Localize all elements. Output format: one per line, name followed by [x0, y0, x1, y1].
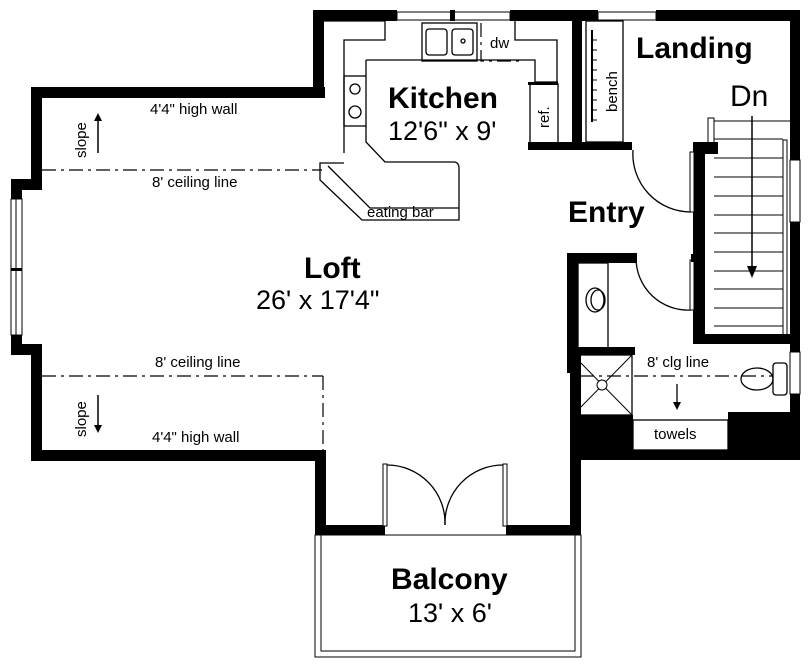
- slope-up-label: slope: [73, 122, 90, 158]
- refrigerator-label: ref.: [536, 106, 553, 128]
- staircase: [693, 116, 793, 344]
- kitchen-dimensions: 12'6" x 9': [388, 116, 497, 146]
- entry-doors: [632, 149, 699, 311]
- bottom-ceiling-line-label: 8' ceiling line: [155, 354, 241, 371]
- stair-down-label: Dn: [730, 80, 769, 113]
- balcony-railing: [314, 534, 582, 658]
- balcony-room-name: Balcony: [391, 563, 508, 596]
- eating-bar-label: eating bar: [367, 204, 434, 221]
- bathroom: [567, 253, 798, 455]
- bench-label: bench: [604, 71, 621, 112]
- kitchen-cabinets: [319, 20, 632, 221]
- balcony-dimensions: 13' x 6': [408, 598, 492, 628]
- slope-down-label: slope: [73, 401, 90, 437]
- bottom-high-wall-label: 4'4" high wall: [152, 429, 240, 446]
- towels-label: towels: [654, 426, 697, 443]
- kitchen-room-name: Kitchen: [388, 82, 499, 115]
- loft-room-name: Loft: [304, 252, 361, 285]
- loft-dimensions: 26' x 17'4": [256, 285, 380, 315]
- bath-ceiling-line-label: 8' clg line: [647, 354, 710, 371]
- french-doors: [382, 463, 508, 527]
- landing-bench: [585, 20, 624, 143]
- top-ceiling-line-label: 8' ceiling line: [152, 174, 238, 191]
- ceiling-lines: [42, 113, 324, 450]
- landing-room-name: Landing: [636, 32, 753, 65]
- entry-room-name: Entry: [568, 196, 645, 229]
- dishwasher-label: dw: [490, 35, 510, 52]
- top-high-wall-label: 4'4" high wall: [150, 101, 238, 118]
